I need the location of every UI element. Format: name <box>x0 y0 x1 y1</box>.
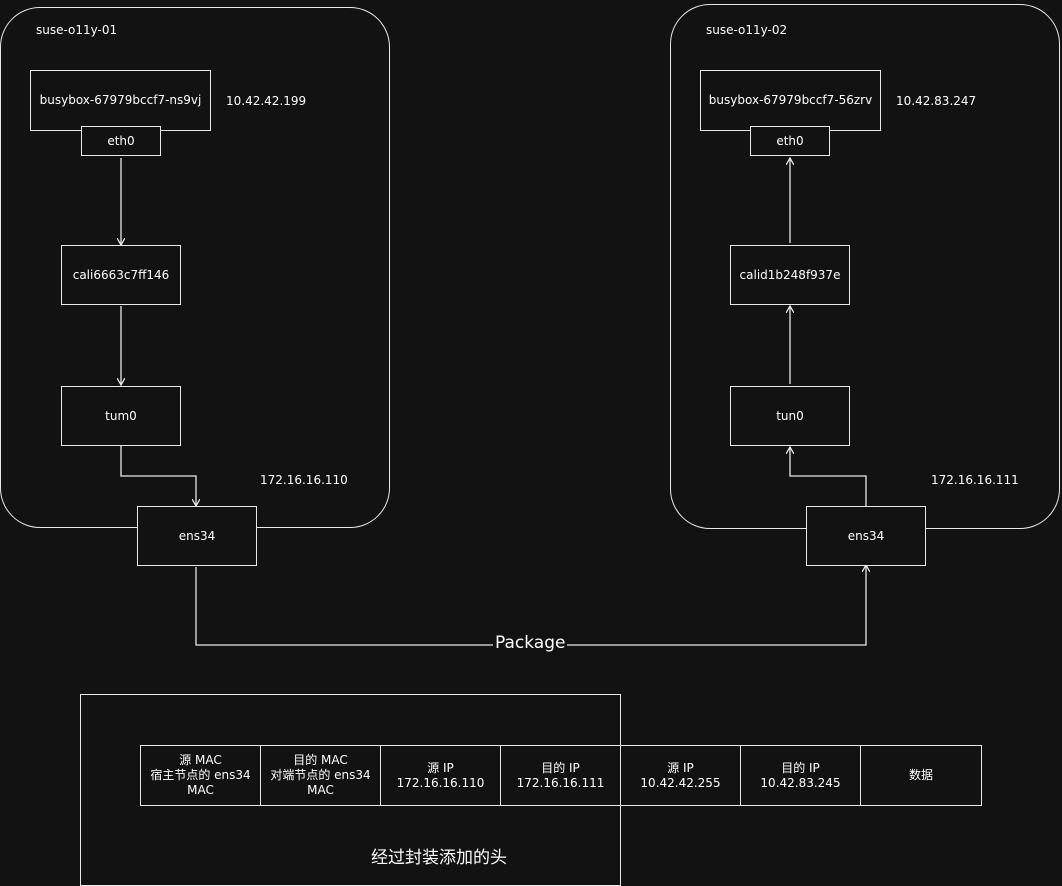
ens34-box-left: ens34 <box>137 506 257 566</box>
package-label: Package <box>493 633 568 653</box>
arrow-tum0-to-ens34-left <box>120 446 196 505</box>
tun-box-left: tum0 <box>61 386 181 446</box>
host-ip-right: 172.16.16.111 <box>931 473 1019 487</box>
packet-field-outer-dst-ip: 目的 IP 172.16.16.111 <box>500 745 621 806</box>
packet-field-inner-dst-ip: 目的 IP 10.42.83.245 <box>740 745 861 806</box>
ens34-box-right: ens34 <box>806 506 926 566</box>
packet-field-outer-src-ip: 源 IP 172.16.16.110 <box>380 745 501 806</box>
pod-box-left: busybox-67979bccf7-ns9vj <box>30 70 211 131</box>
packet-field-src-mac: 源 MAC 宿主节点的 ens34 MAC <box>140 745 261 806</box>
cali-box-left: cali6663c7ff146 <box>61 245 181 305</box>
encap-caption: 经过封装添加的头 <box>371 848 507 868</box>
pod-box-right: busybox-67979bccf7-56zrv <box>700 70 881 131</box>
pod-ip-right: 10.42.83.247 <box>896 94 977 108</box>
packet-field-inner-src-ip: 源 IP 10.42.42.255 <box>620 745 741 806</box>
tun-box-right: tun0 <box>730 386 850 446</box>
eth0-box-right: eth0 <box>750 126 830 156</box>
node-title-right: suse-o11y-02 <box>706 23 788 37</box>
arrow-ens34-to-tun0-right <box>790 448 867 506</box>
packet-field-data: 数据 <box>860 745 982 806</box>
host-ip-left: 172.16.16.110 <box>260 473 348 487</box>
pod-ip-left: 10.42.42.199 <box>226 94 307 108</box>
packet-field-dst-mac: 目的 MAC 对端节点的 ens34 MAC <box>260 745 381 806</box>
cali-box-right: calid1b248f937e <box>730 245 850 305</box>
node-title-left: suse-o11y-01 <box>36 23 118 37</box>
eth0-box-left: eth0 <box>81 126 161 156</box>
